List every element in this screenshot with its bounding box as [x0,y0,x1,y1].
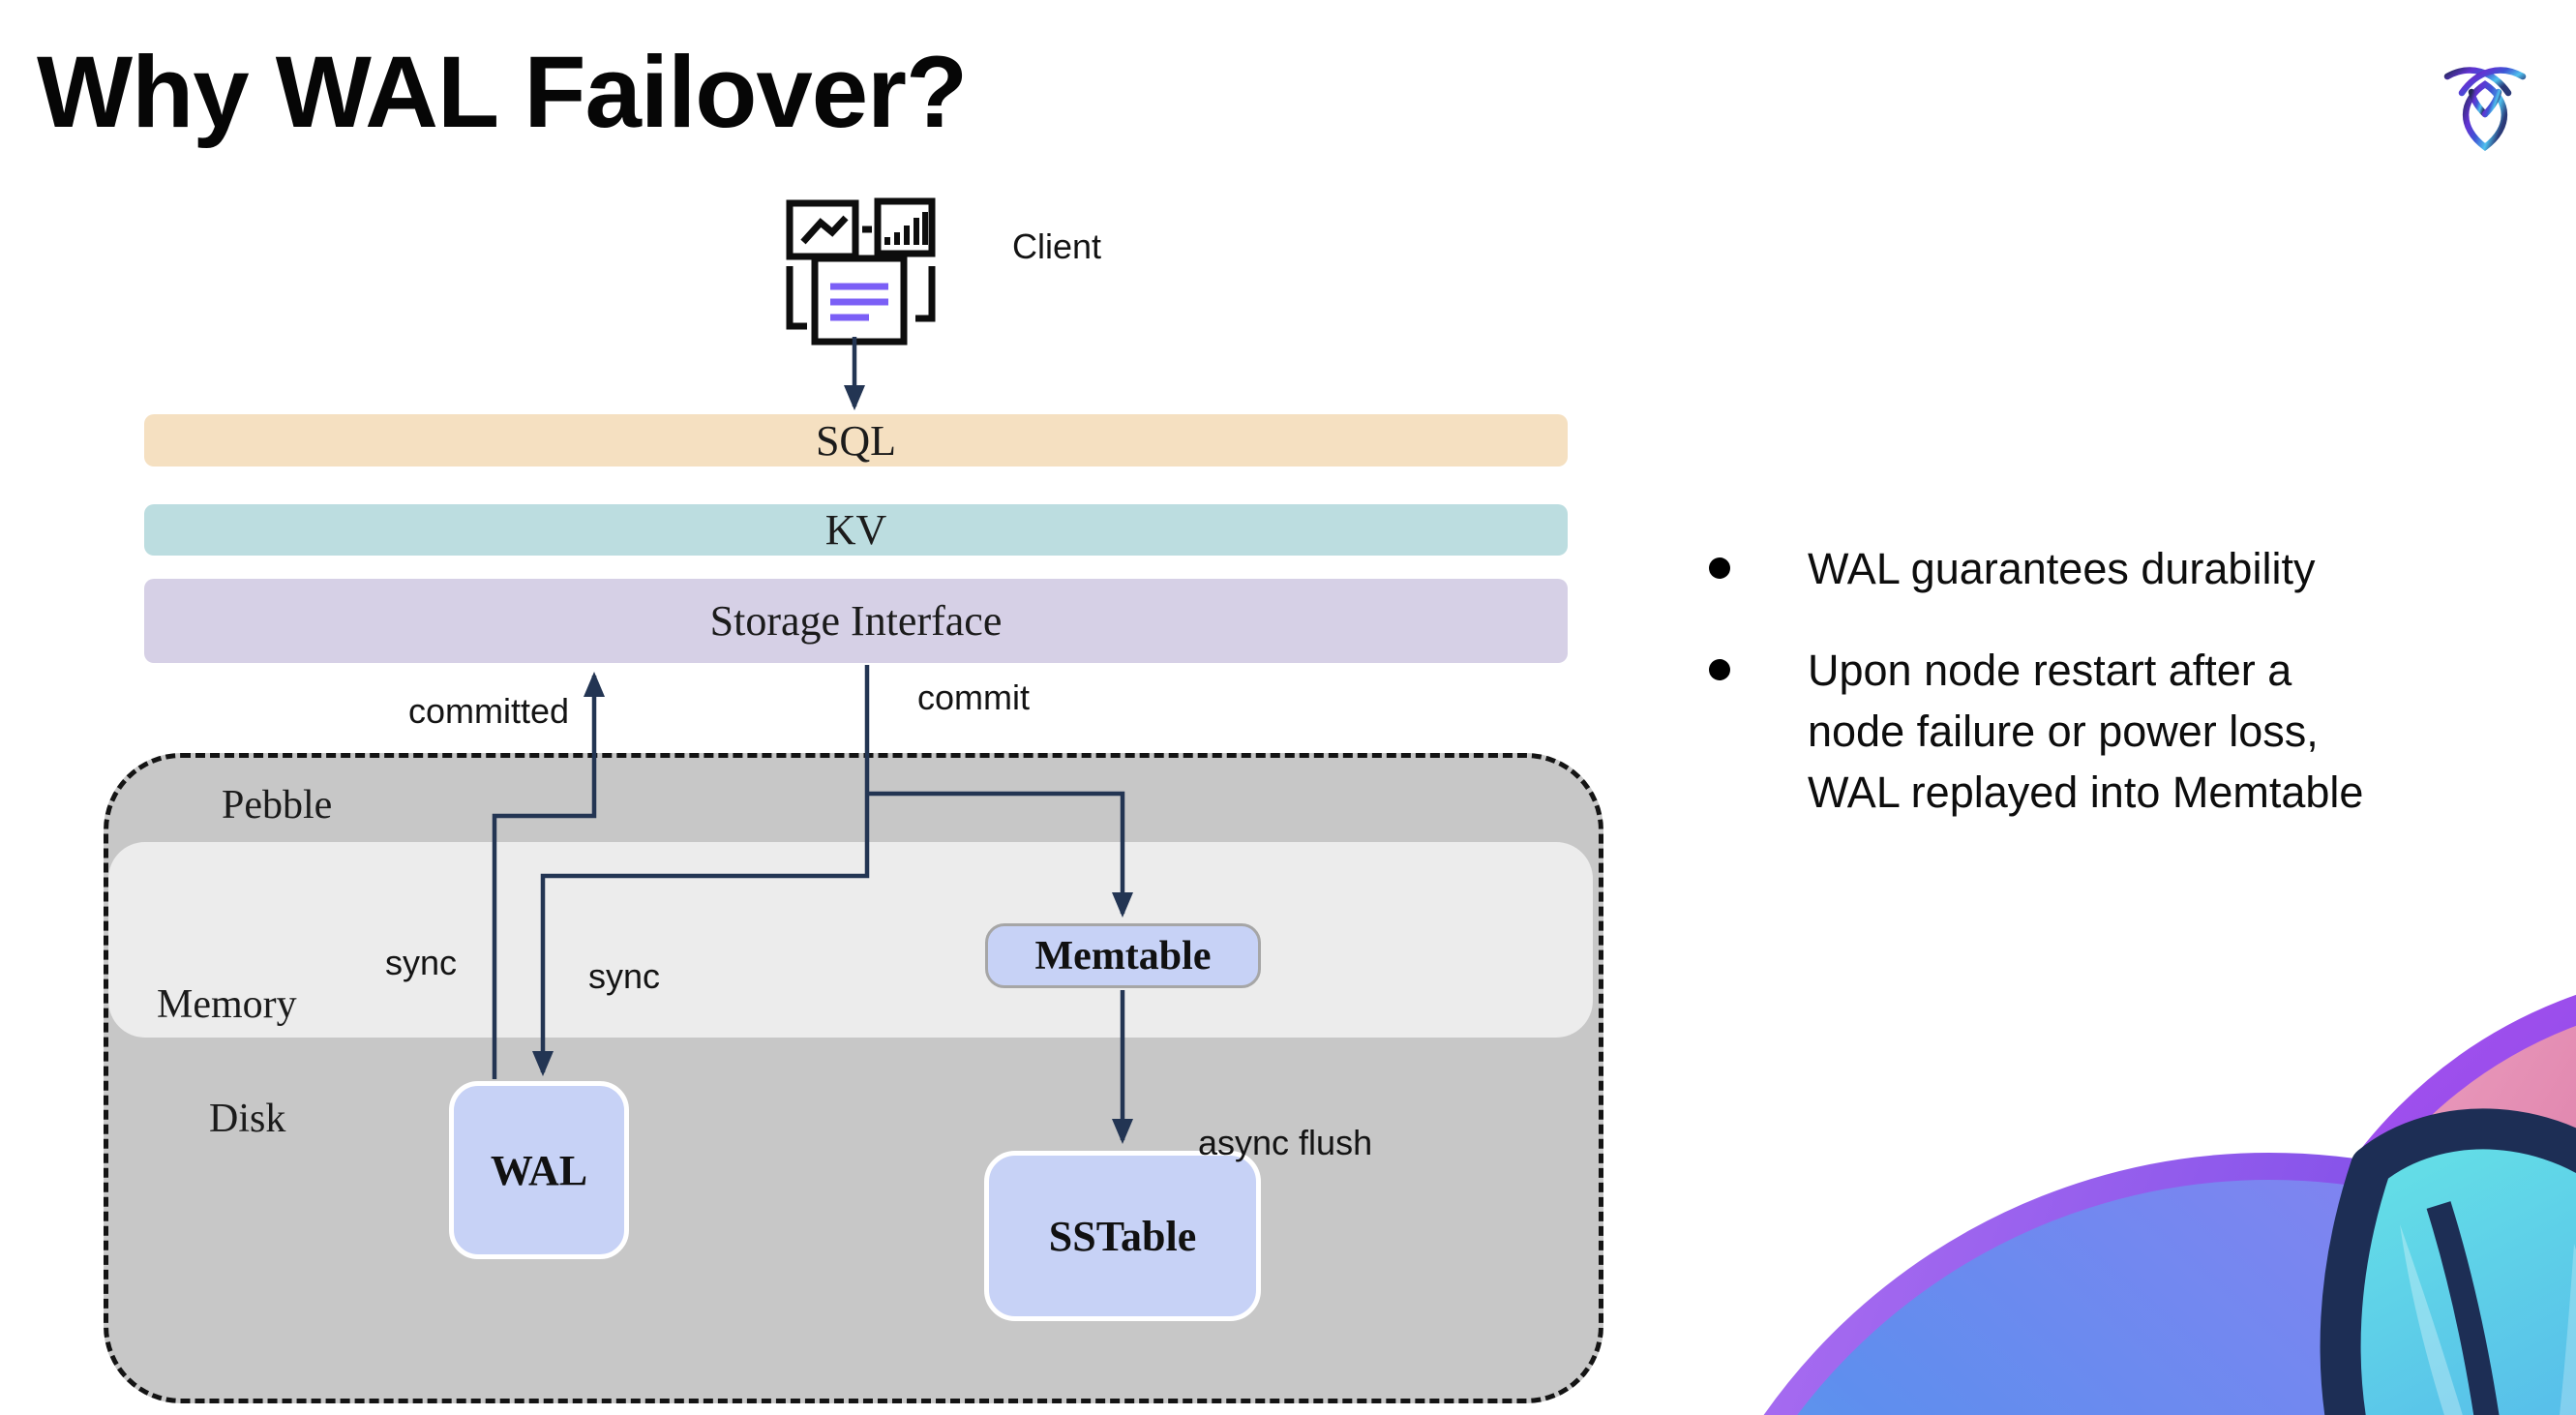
disk-label: Disk [209,1097,286,1141]
edge-label-commit: commit [917,677,1030,717]
page-title: Why WAL Failover? [37,36,968,149]
cockroachdb-brand-art-icon [1763,995,2576,1415]
layer-kv-label: KV [824,506,887,554]
layer-kv: KV [144,504,1568,556]
node-sstable: SSTable [984,1151,1261,1321]
bullet-line: WAL guarantees durability [1808,544,2316,593]
node-memtable: Memtable [985,923,1261,988]
cockroachdb-logo [2443,67,2527,152]
bullet-marker [1709,659,1730,680]
bullet-item: Upon node restart after a node failure o… [1808,640,2363,823]
edge-label-sync-left: sync [385,943,458,982]
layer-storage-label: Storage Interface [709,597,1003,645]
layer-storage-interface: Storage Interface [144,579,1568,663]
bullet-line: WAL replayed into Memtable [1808,768,2364,817]
edge-label-sync-right: sync [588,956,661,996]
node-wal-label: WAL [490,1146,588,1194]
bullet-line: node failure or power loss, [1808,707,2319,756]
pebble-label: Pebble [222,783,333,828]
memory-label: Memory [157,982,297,1027]
node-memtable-label: Memtable [1034,933,1212,978]
bullet-line: Upon node restart after a [1808,646,2292,695]
client-terminals-icon [786,197,936,346]
edge-label-async-flush: async flush [1198,1123,1373,1162]
edge-label-committed: committed [408,691,570,731]
layer-sql: SQL [144,414,1568,467]
bullet-item: WAL guarantees durability [1808,538,2315,599]
node-wal: WAL [449,1081,629,1259]
client-label: Client [1012,226,1102,266]
layer-sql-label: SQL [815,416,897,465]
memory-region [108,842,1593,1038]
bullet-marker [1709,557,1730,579]
node-sstable-label: SSTable [1048,1212,1197,1260]
